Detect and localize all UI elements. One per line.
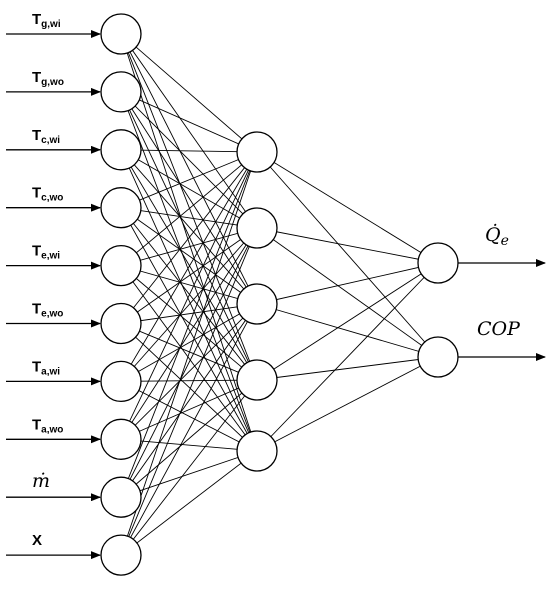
edge-input-5-hidden-1	[120, 151, 258, 266]
input-label-8: Ta,wo	[32, 416, 63, 435]
edge-input-1-hidden-3	[120, 33, 258, 305]
edge-input-7-hidden-5	[120, 380, 258, 452]
edge-input-1-hidden-5	[120, 33, 258, 452]
input-node-7	[100, 360, 142, 403]
edge-input-3-hidden-5	[120, 149, 258, 452]
edge-input-6-hidden-3	[120, 303, 258, 324]
edge-input-8-hidden-5	[120, 438, 258, 452]
edge-input-9-hidden-5	[120, 450, 258, 498]
edge-hidden-1-output-1	[256, 151, 439, 264]
input-label-10: X	[32, 532, 42, 549]
input-label-9: ṁ	[32, 470, 50, 492]
input-node-2	[100, 71, 142, 113]
edge-input-7-hidden-3	[120, 303, 258, 382]
input-label-3: Tc,wi	[32, 127, 60, 146]
hidden-output-connections	[256, 151, 439, 452]
edge-input-6-hidden-5	[120, 323, 258, 452]
edge-hidden-5-output-1	[256, 262, 439, 452]
input-node-4	[100, 187, 142, 229]
edge-input-9-hidden-1	[120, 151, 258, 498]
edge-input-5-hidden-4	[120, 265, 258, 381]
edge-input-8-hidden-3	[120, 303, 258, 440]
edge-input-1-hidden-2	[120, 33, 258, 229]
input-node-9	[100, 476, 142, 518]
output-node-1	[417, 242, 459, 284]
input-label-2: Tg,wo	[32, 69, 64, 88]
edge-input-5-hidden-5	[120, 265, 258, 452]
edge-input-2-hidden-5	[120, 91, 258, 452]
edge-input-10-hidden-2	[120, 227, 258, 556]
edge-input-7-hidden-4	[120, 379, 258, 382]
input-layer	[100, 13, 142, 576]
output-label-2: COP	[477, 318, 521, 340]
hidden-node-5	[236, 430, 278, 472]
edge-hidden-4-output-2	[256, 356, 439, 381]
edge-input-5-hidden-3	[120, 265, 258, 305]
edge-hidden-1-output-2	[256, 151, 439, 358]
edge-input-2-hidden-3	[120, 91, 258, 305]
edge-input-9-hidden-4	[120, 379, 258, 498]
hidden-layer	[236, 131, 278, 472]
edge-input-10-hidden-1	[120, 151, 258, 556]
input-hidden-connections	[120, 33, 258, 556]
edge-input-2-hidden-2	[120, 91, 258, 229]
input-labels: Tg,wiTg,woTc,wiTc,woTe,wiTe,woTa,wiTa,wo…	[32, 11, 64, 549]
edge-input-3-hidden-3	[120, 149, 258, 305]
edge-hidden-2-output-1	[256, 227, 439, 264]
edge-input-4-hidden-5	[120, 207, 258, 452]
edge-input-6-hidden-1	[120, 151, 258, 324]
edge-input-3-hidden-2	[120, 149, 258, 229]
edge-input-7-hidden-2	[120, 227, 258, 382]
edge-input-2-hidden-4	[120, 91, 258, 381]
edge-input-2-hidden-1	[120, 91, 258, 153]
output-arrows	[458, 259, 546, 361]
edge-hidden-3-output-2	[256, 303, 439, 358]
edge-input-10-hidden-4	[120, 379, 258, 556]
edge-input-6-hidden-2	[120, 227, 258, 324]
edge-hidden-2-output-2	[256, 227, 439, 358]
edge-input-9-hidden-3	[120, 303, 258, 498]
hidden-node-1	[236, 131, 278, 173]
edge-hidden-5-output-2	[256, 356, 439, 452]
edge-input-6-hidden-4	[120, 323, 258, 381]
edge-input-9-hidden-2	[120, 227, 258, 498]
edge-input-3-hidden-4	[120, 149, 258, 381]
edge-input-7-hidden-1	[120, 151, 258, 382]
input-arrows	[6, 30, 101, 560]
output-node-2	[417, 336, 459, 378]
edge-input-8-hidden-1	[120, 151, 258, 440]
edge-input-1-hidden-4	[120, 33, 258, 381]
output-layer	[417, 242, 459, 378]
edge-input-8-hidden-2	[120, 227, 258, 440]
input-label-5: Te,wi	[32, 243, 60, 262]
input-node-3	[100, 129, 142, 171]
output-label-1: Q̇e	[485, 224, 509, 249]
input-node-5	[100, 244, 142, 287]
edge-input-4-hidden-4	[120, 207, 258, 381]
edge-input-4-hidden-3	[120, 207, 258, 305]
edge-input-8-hidden-4	[120, 379, 258, 440]
input-label-4: Tc,wo	[32, 185, 63, 204]
hidden-node-3	[236, 283, 278, 325]
hidden-node-2	[236, 207, 278, 249]
input-label-7: Ta,wi	[32, 358, 60, 377]
input-node-6	[100, 302, 142, 345]
input-node-8	[100, 418, 142, 460]
edge-input-3-hidden-1	[120, 149, 258, 153]
edge-input-1-hidden-1	[120, 33, 258, 153]
edge-hidden-4-output-1	[256, 262, 439, 381]
edge-input-10-hidden-3	[120, 303, 258, 556]
input-label-6: Te,wo	[32, 301, 63, 320]
input-label-1: Tg,wi	[32, 11, 61, 30]
edge-input-10-hidden-5	[120, 450, 258, 556]
edge-input-5-hidden-2	[120, 227, 258, 267]
edge-input-4-hidden-1	[120, 151, 258, 209]
hidden-node-4	[236, 359, 278, 401]
edge-hidden-3-output-1	[256, 262, 439, 305]
input-node-10	[100, 534, 142, 576]
edge-input-4-hidden-2	[120, 207, 258, 229]
input-node-1	[100, 13, 142, 55]
